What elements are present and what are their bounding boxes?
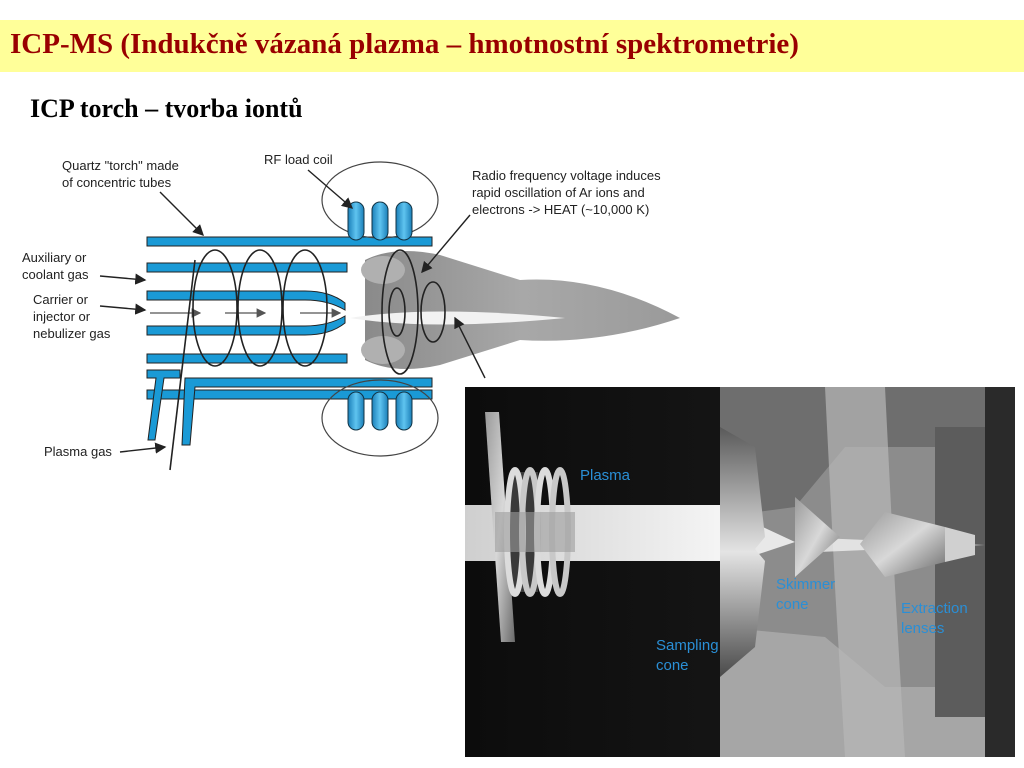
label-skimmer-2: cone bbox=[776, 596, 809, 613]
icp-ms-interface-image: Plasma Skimmer cone Sampling cone Extrac… bbox=[465, 387, 1015, 757]
plasma-flame bbox=[350, 251, 680, 369]
label-auxiliary-1: Auxiliary or bbox=[22, 250, 87, 265]
icp-torch-diagram: Quartz "torch" made of concentric tubes … bbox=[22, 152, 680, 471]
extraction-lens bbox=[860, 512, 945, 577]
label-rf-load-coil: RF load coil bbox=[264, 152, 333, 167]
label-extraction-2: lenses bbox=[901, 620, 944, 637]
label-quartz-torch-1: Quartz "torch" made bbox=[62, 158, 179, 173]
rf-coil-bottom bbox=[321, 379, 439, 457]
label-carrier-2: injector or bbox=[33, 309, 91, 324]
label-extraction-1: Extraction bbox=[901, 600, 968, 617]
field-rings bbox=[381, 249, 446, 375]
label-plasma: Plasma bbox=[580, 467, 631, 484]
vacuum-housing bbox=[720, 387, 1015, 757]
label-rf-note-1: Radio frequency voltage induces bbox=[472, 168, 661, 183]
label-leaders bbox=[99, 169, 486, 454]
label-auxiliary-2: coolant gas bbox=[22, 267, 89, 282]
label-rf-note-2: rapid oscillation of Ar ions and bbox=[472, 185, 645, 200]
title-bar bbox=[0, 20, 1024, 72]
label-carrier-3: nebulizer gas bbox=[33, 326, 111, 341]
label-quartz-torch-2: of concentric tubes bbox=[62, 175, 172, 190]
label-carrier-1: Carrier or bbox=[33, 292, 89, 307]
sampling-cone bbox=[720, 427, 765, 677]
rf-coil-top bbox=[321, 161, 439, 241]
label-plasma-gas: Plasma gas bbox=[44, 444, 112, 459]
slide-subtitle: ICP torch – tvorba iontů bbox=[30, 94, 303, 123]
coil-windings bbox=[169, 249, 328, 471]
label-sampling-1: Sampling bbox=[656, 637, 719, 654]
label-rf-note-3: electrons -> HEAT (~10,000 K) bbox=[472, 202, 649, 217]
label-sampling-2: cone bbox=[656, 657, 689, 674]
slide-title: ICP-MS (Indukčně vázaná plazma – hmotnos… bbox=[10, 28, 799, 60]
torch-coil-assembly bbox=[485, 412, 575, 642]
label-skimmer-1: Skimmer bbox=[776, 576, 835, 593]
skimmer-cone bbox=[795, 497, 840, 577]
